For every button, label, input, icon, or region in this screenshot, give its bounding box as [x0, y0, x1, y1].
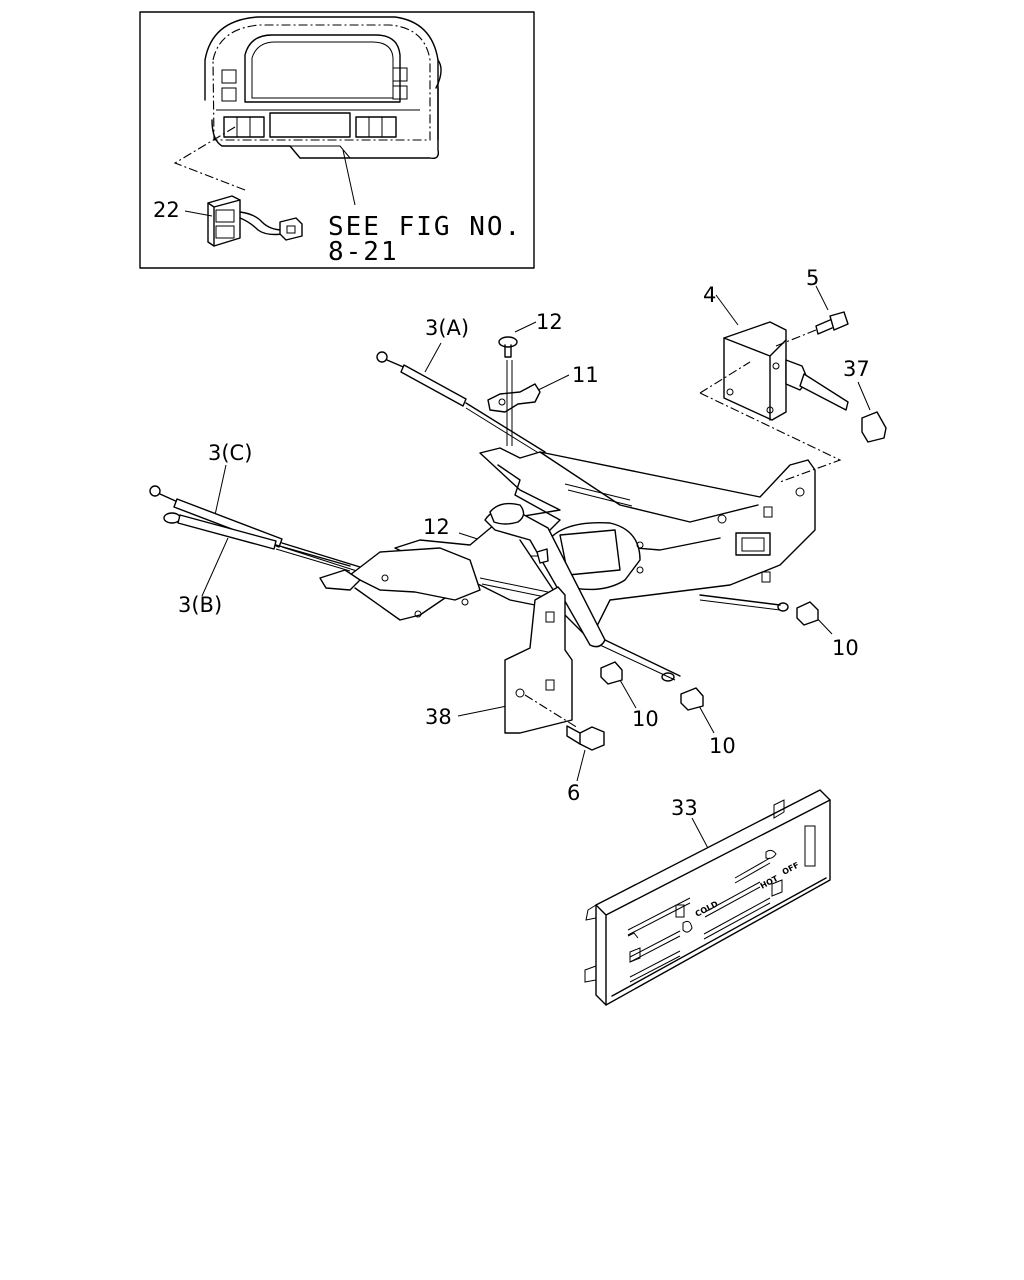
control-mechanism [149, 311, 887, 751]
knob-10-right [796, 601, 819, 626]
inset-frame [139, 11, 535, 269]
actuator-4 [699, 321, 849, 483]
knob-10-center [600, 661, 623, 685]
callout-38: 38 [425, 705, 452, 729]
callout-11: 11 [572, 363, 599, 387]
screw-12-top [498, 336, 518, 358]
callout-leaders [184, 210, 871, 853]
callout-3c: 3(C) [208, 441, 252, 465]
callout-4: 4 [703, 283, 716, 307]
callout-6: 6 [567, 781, 580, 805]
screw-5 [775, 311, 849, 347]
knob-37 [861, 411, 887, 443]
inset-leader [342, 149, 356, 206]
callout-10-center: 10 [632, 707, 659, 731]
instrument-cluster [204, 16, 442, 160]
knob-10-lower [680, 687, 704, 711]
callout-22: 22 [153, 198, 180, 222]
callout-33: 33 [671, 796, 698, 820]
callout-3b: 3(B) [178, 593, 222, 617]
cable-3a [376, 351, 546, 458]
switch-location-line [173, 126, 246, 191]
see-fig-note-line2: 8-21 [328, 237, 399, 267]
callout-10-right: 10 [832, 636, 859, 660]
switch-22 [207, 195, 303, 247]
callout-37: 37 [843, 357, 870, 381]
bracket-11 [487, 383, 541, 413]
control-panel-33: COLD HOT OFF [584, 789, 831, 1006]
side-bracket-38 [504, 586, 573, 734]
callout-5: 5 [806, 266, 819, 290]
cable-3b [163, 512, 351, 572]
cable-3c [149, 485, 361, 573]
callout-12-mid: 12 [423, 515, 450, 539]
callout-labels: 22 3(A) 12 11 4 5 37 3(C) 12 3(B) 10 10 … [153, 198, 870, 820]
see-fig-note-line1: SEE FIG NO. [328, 212, 522, 242]
bolt-6 [566, 725, 605, 751]
callout-3a: 3(A) [425, 316, 469, 340]
callout-12-top: 12 [536, 310, 563, 334]
inset-panel: SEE FIG NO. 8-21 [139, 11, 535, 269]
callout-10-lower: 10 [709, 734, 736, 758]
